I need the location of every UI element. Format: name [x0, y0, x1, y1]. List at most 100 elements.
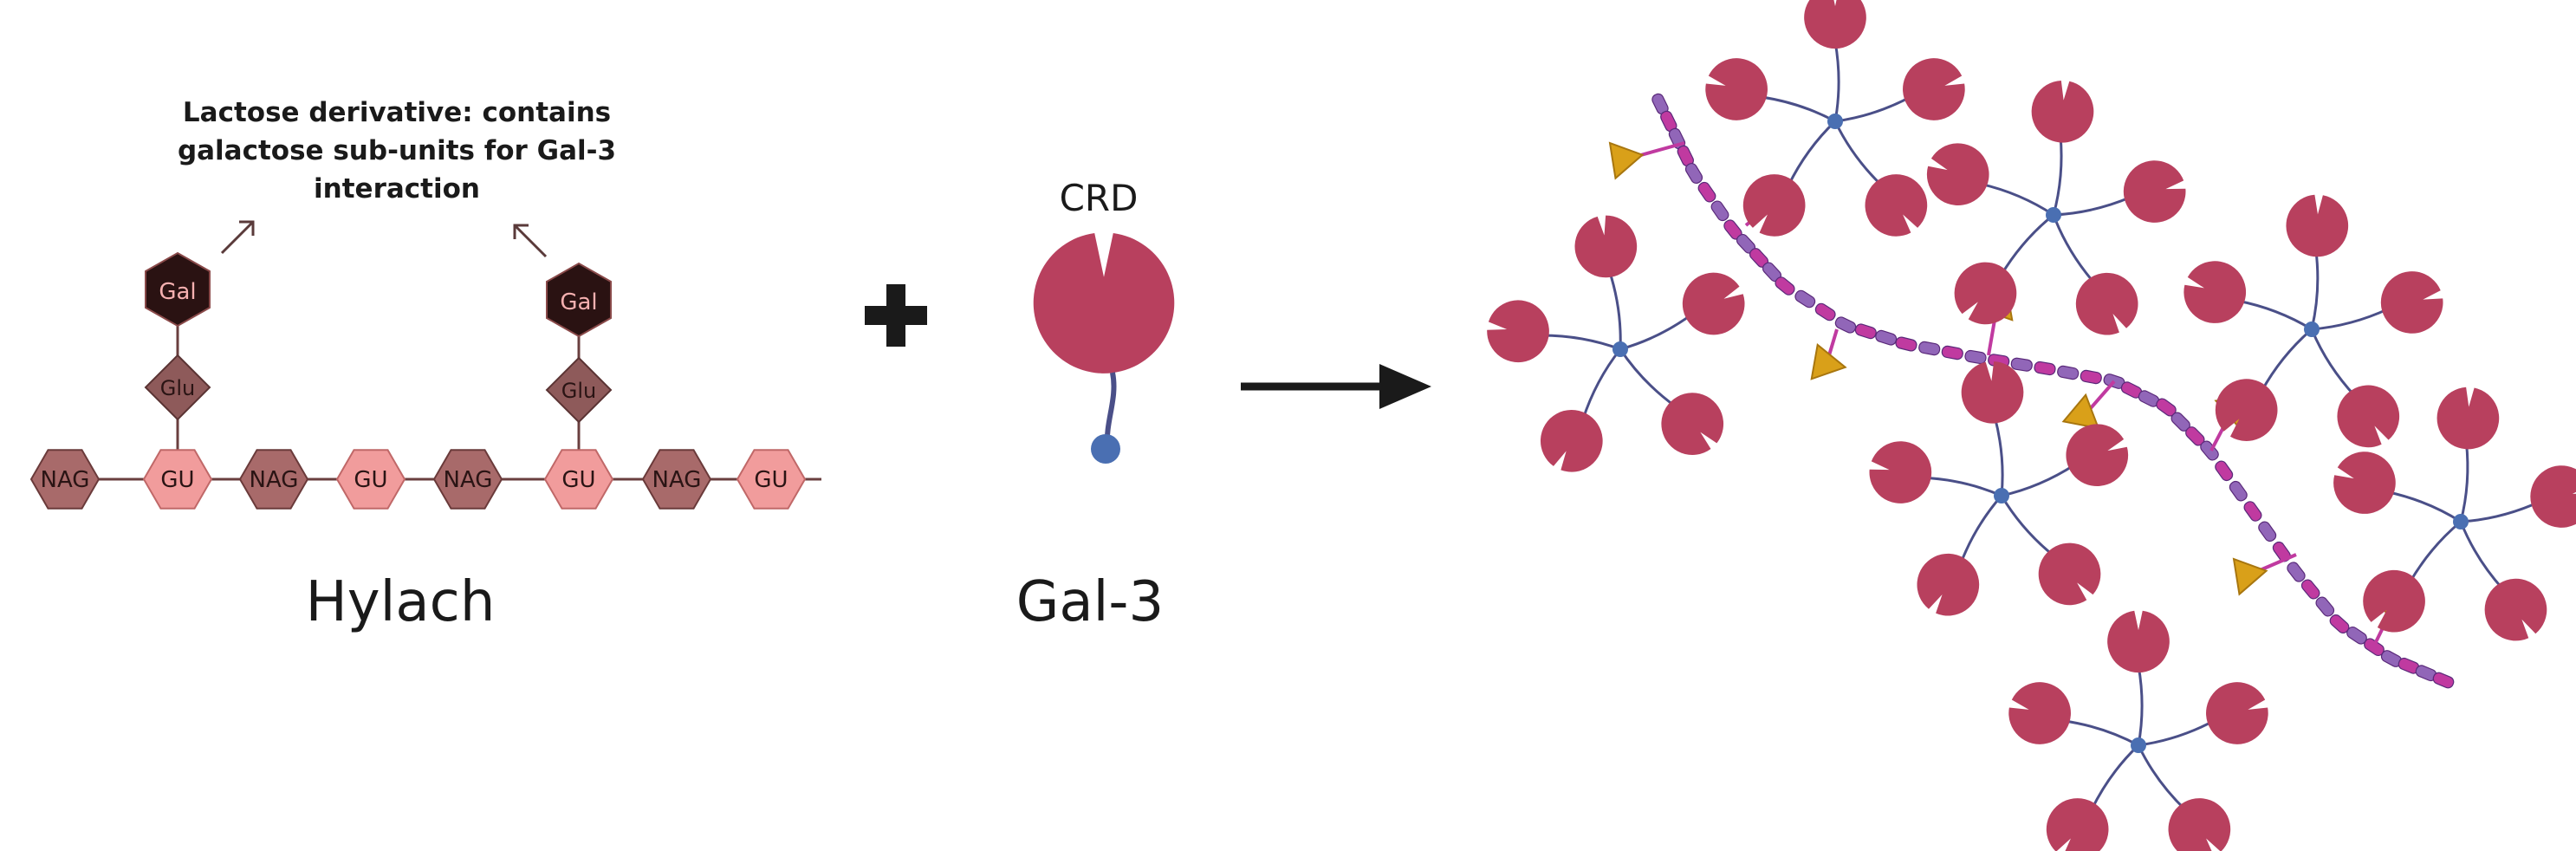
backbone-unit-7: NAG — [641, 449, 712, 510]
crd-icon — [2028, 78, 2097, 146]
gal-label-2: Gal — [560, 289, 597, 315]
pentamer-core — [1994, 488, 2009, 503]
gal3-ball — [1091, 434, 1120, 464]
glu-label-1: Glu — [160, 376, 195, 400]
chain-unit — [1775, 276, 1795, 296]
chain-unit — [2258, 521, 2277, 542]
chain-unit — [1710, 200, 1729, 222]
hylach-gal3-complex — [1482, 0, 2576, 851]
lactose-ligand-icon — [1810, 328, 1847, 380]
chain-unit — [2229, 480, 2248, 502]
crd-icon — [1671, 262, 1755, 346]
crd-icon — [1917, 133, 1999, 216]
backbone-unit-label: GU — [754, 467, 788, 493]
crd-icon — [2117, 154, 2192, 230]
chain-unit — [2272, 541, 2291, 562]
pentamer-core — [1827, 114, 1843, 129]
pentamer-core — [2304, 322, 2320, 337]
chain-unit — [2243, 501, 2262, 522]
backbone-unit-5: NAG — [432, 449, 503, 510]
gal3-pentamer-4 — [2175, 193, 2450, 459]
crd-icon — [2064, 261, 2150, 347]
chain-unit — [1941, 345, 1963, 361]
backbone-unit-label: NAG — [250, 467, 299, 493]
chain-unit — [1814, 302, 1836, 322]
lactose-ligand-icon — [2061, 380, 2116, 430]
crd-icon — [1853, 161, 1940, 249]
gal-unit-2: Gal — [546, 262, 612, 338]
crd-icon — [2435, 385, 2501, 451]
glu-unit-1: Glu — [144, 354, 211, 421]
chain-unit — [1964, 349, 1987, 365]
chain-unit — [2057, 365, 2080, 380]
gal3-pentamer-6 — [2324, 385, 2576, 653]
crd-icon — [2156, 785, 2243, 851]
chain-unit — [2080, 369, 2102, 385]
plus-icon — [865, 284, 927, 347]
pentamer-core — [2046, 207, 2061, 223]
gal3-pentamer-2 — [1917, 78, 2192, 347]
crd-icon — [1033, 232, 1175, 374]
glu-label-2: Glu — [561, 379, 596, 403]
annotation-arrow-left-icon — [220, 220, 255, 255]
chain-unit — [2432, 672, 2455, 689]
crd-icon — [1529, 399, 1614, 483]
chain-unit — [2300, 579, 2320, 600]
reaction-arrow-icon — [1241, 364, 1431, 409]
crd-icon — [2473, 567, 2559, 653]
annotation-line-2: galactose sub-units for Gal-3 — [178, 135, 616, 166]
annotation-line-3: interaction — [314, 173, 480, 205]
gal-unit-1: Gal — [145, 251, 211, 328]
chain-unit — [2315, 596, 2335, 617]
gal3-molecule: CRD Gal-3 — [1016, 177, 1175, 634]
crd-icon — [2197, 673, 2276, 753]
backbone-unit-8: GU — [736, 449, 807, 510]
hylach-backbone: NAG GU NAG GU NAG GU NAG GU — [29, 449, 807, 510]
pentamer-core — [1612, 341, 1628, 357]
backbone-unit-label: GU — [160, 467, 194, 493]
chain-unit — [1794, 289, 1816, 309]
chain-unit — [1918, 341, 1941, 356]
crd-icon — [1570, 211, 1641, 282]
crd-label: CRD — [1060, 177, 1139, 219]
crd-icon — [1804, 0, 1866, 49]
crd-icon — [1648, 380, 1736, 468]
chain-unit — [2034, 361, 2056, 376]
backbone-unit-1: NAG — [29, 449, 101, 510]
chain-unit — [1875, 329, 1898, 346]
crd-icon — [2350, 557, 2438, 645]
chain-unit — [1834, 316, 1857, 334]
backbone-unit-label: GU — [561, 467, 595, 493]
hylach-label: Hylach — [306, 570, 496, 634]
hylach-structure: Lactose derivative: contains galactose s… — [29, 97, 823, 634]
pentamer-core — [2131, 737, 2146, 753]
backbone-unit-6: GU — [543, 449, 614, 510]
pentamer-core — [2453, 514, 2469, 529]
gal3-pentamer-1 — [1697, 0, 1973, 249]
crd-icon — [1894, 49, 1973, 129]
gal3-pentamer-7 — [2001, 610, 2276, 851]
crd-icon — [1697, 49, 1776, 129]
backbone-unit-2: GU — [142, 449, 213, 510]
backbone-unit-label: NAG — [41, 467, 90, 493]
crd-icon — [2523, 458, 2576, 535]
chain-unit — [1895, 336, 1917, 352]
annotation-arrow-right-icon — [513, 224, 548, 258]
crd-icon — [2284, 193, 2350, 259]
crd-icon — [2034, 785, 2121, 851]
gal3-pentamer-3 — [1482, 211, 1755, 483]
backbone-unit-label: GU — [354, 467, 387, 493]
glu-unit-2: Glu — [545, 356, 613, 424]
lactose-ligand-icon — [1608, 141, 1685, 180]
crd-icon — [1863, 435, 1938, 510]
crd-icon — [2373, 264, 2450, 341]
chain-unit — [1697, 181, 1716, 203]
crd-icon — [1905, 542, 1991, 627]
chain-unit — [2215, 460, 2234, 482]
crd-icon — [2325, 373, 2411, 459]
backbone-unit-label: NAG — [444, 467, 493, 493]
crd-icon — [2056, 414, 2138, 497]
crd-icon — [2107, 610, 2170, 673]
crd-icon — [2001, 673, 2080, 753]
